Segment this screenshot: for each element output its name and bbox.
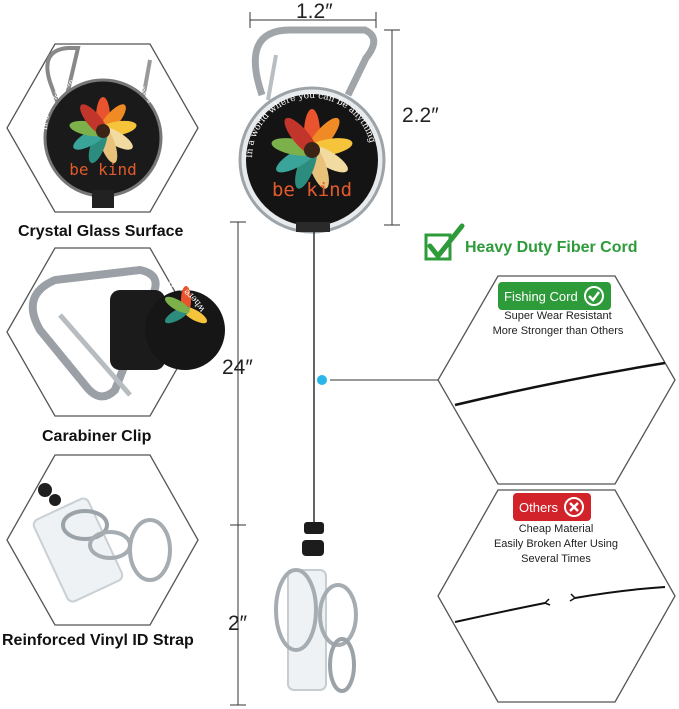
dimension-lines xyxy=(230,12,400,706)
dimension-badge-height: 2.2″ xyxy=(402,104,439,127)
checkbox-check-icon xyxy=(424,223,465,261)
fishing-cord-description: Super Wear Resistant More Stronger than … xyxy=(478,309,638,339)
cord-callout-dot xyxy=(317,375,327,385)
hex-fishing-cord xyxy=(330,275,676,485)
fishing-cord-tag-label: Fishing Cord xyxy=(504,288,578,304)
others-line-3: Several Times xyxy=(521,553,591,565)
badge-main-text-small: be kind xyxy=(69,160,136,179)
fishing-cord-tag: Fishing Cord xyxy=(498,282,611,310)
daisy-icon-large xyxy=(271,109,353,189)
daisy-icon xyxy=(69,97,137,164)
hex-others-cord xyxy=(437,489,676,703)
strong-cord-line xyxy=(454,361,666,407)
others-line-2: Easily Broken After Using xyxy=(493,538,619,550)
fishing-line-1: Super Wear Resistant xyxy=(504,310,612,322)
feature-label-carabiner: Carabiner Clip xyxy=(42,428,152,445)
feature-label-strap: Reinforced Vinyl ID Strap xyxy=(2,632,194,649)
badge-main-text: be kind xyxy=(272,179,352,201)
others-line-1: Cheap Material xyxy=(518,523,594,535)
dimension-cord-length: 24″ xyxy=(222,356,253,379)
dimension-width: 1.2″ xyxy=(296,0,333,23)
others-tag: Others xyxy=(513,493,592,521)
hex-crystal-glass: In a world where you can be anything be … xyxy=(6,43,199,213)
product-badge-reel: In a world where you can be anything be … xyxy=(238,26,386,693)
dimension-strap-length: 2″ xyxy=(228,612,248,635)
cord-heading: Heavy Duty Fiber Cord xyxy=(465,239,638,256)
fishing-line-2: More Stronger than Others xyxy=(492,325,624,337)
hex-carabiner: where you xyxy=(6,247,225,417)
others-description: Cheap Material Easily Broken After Using… xyxy=(476,522,636,567)
others-tag-label: Others xyxy=(519,499,559,515)
check-circle-icon xyxy=(583,286,604,306)
x-circle-icon xyxy=(564,497,585,517)
feature-label-crystal: Crystal Glass Surface xyxy=(18,223,184,240)
hex-vinyl-strap xyxy=(6,454,199,626)
